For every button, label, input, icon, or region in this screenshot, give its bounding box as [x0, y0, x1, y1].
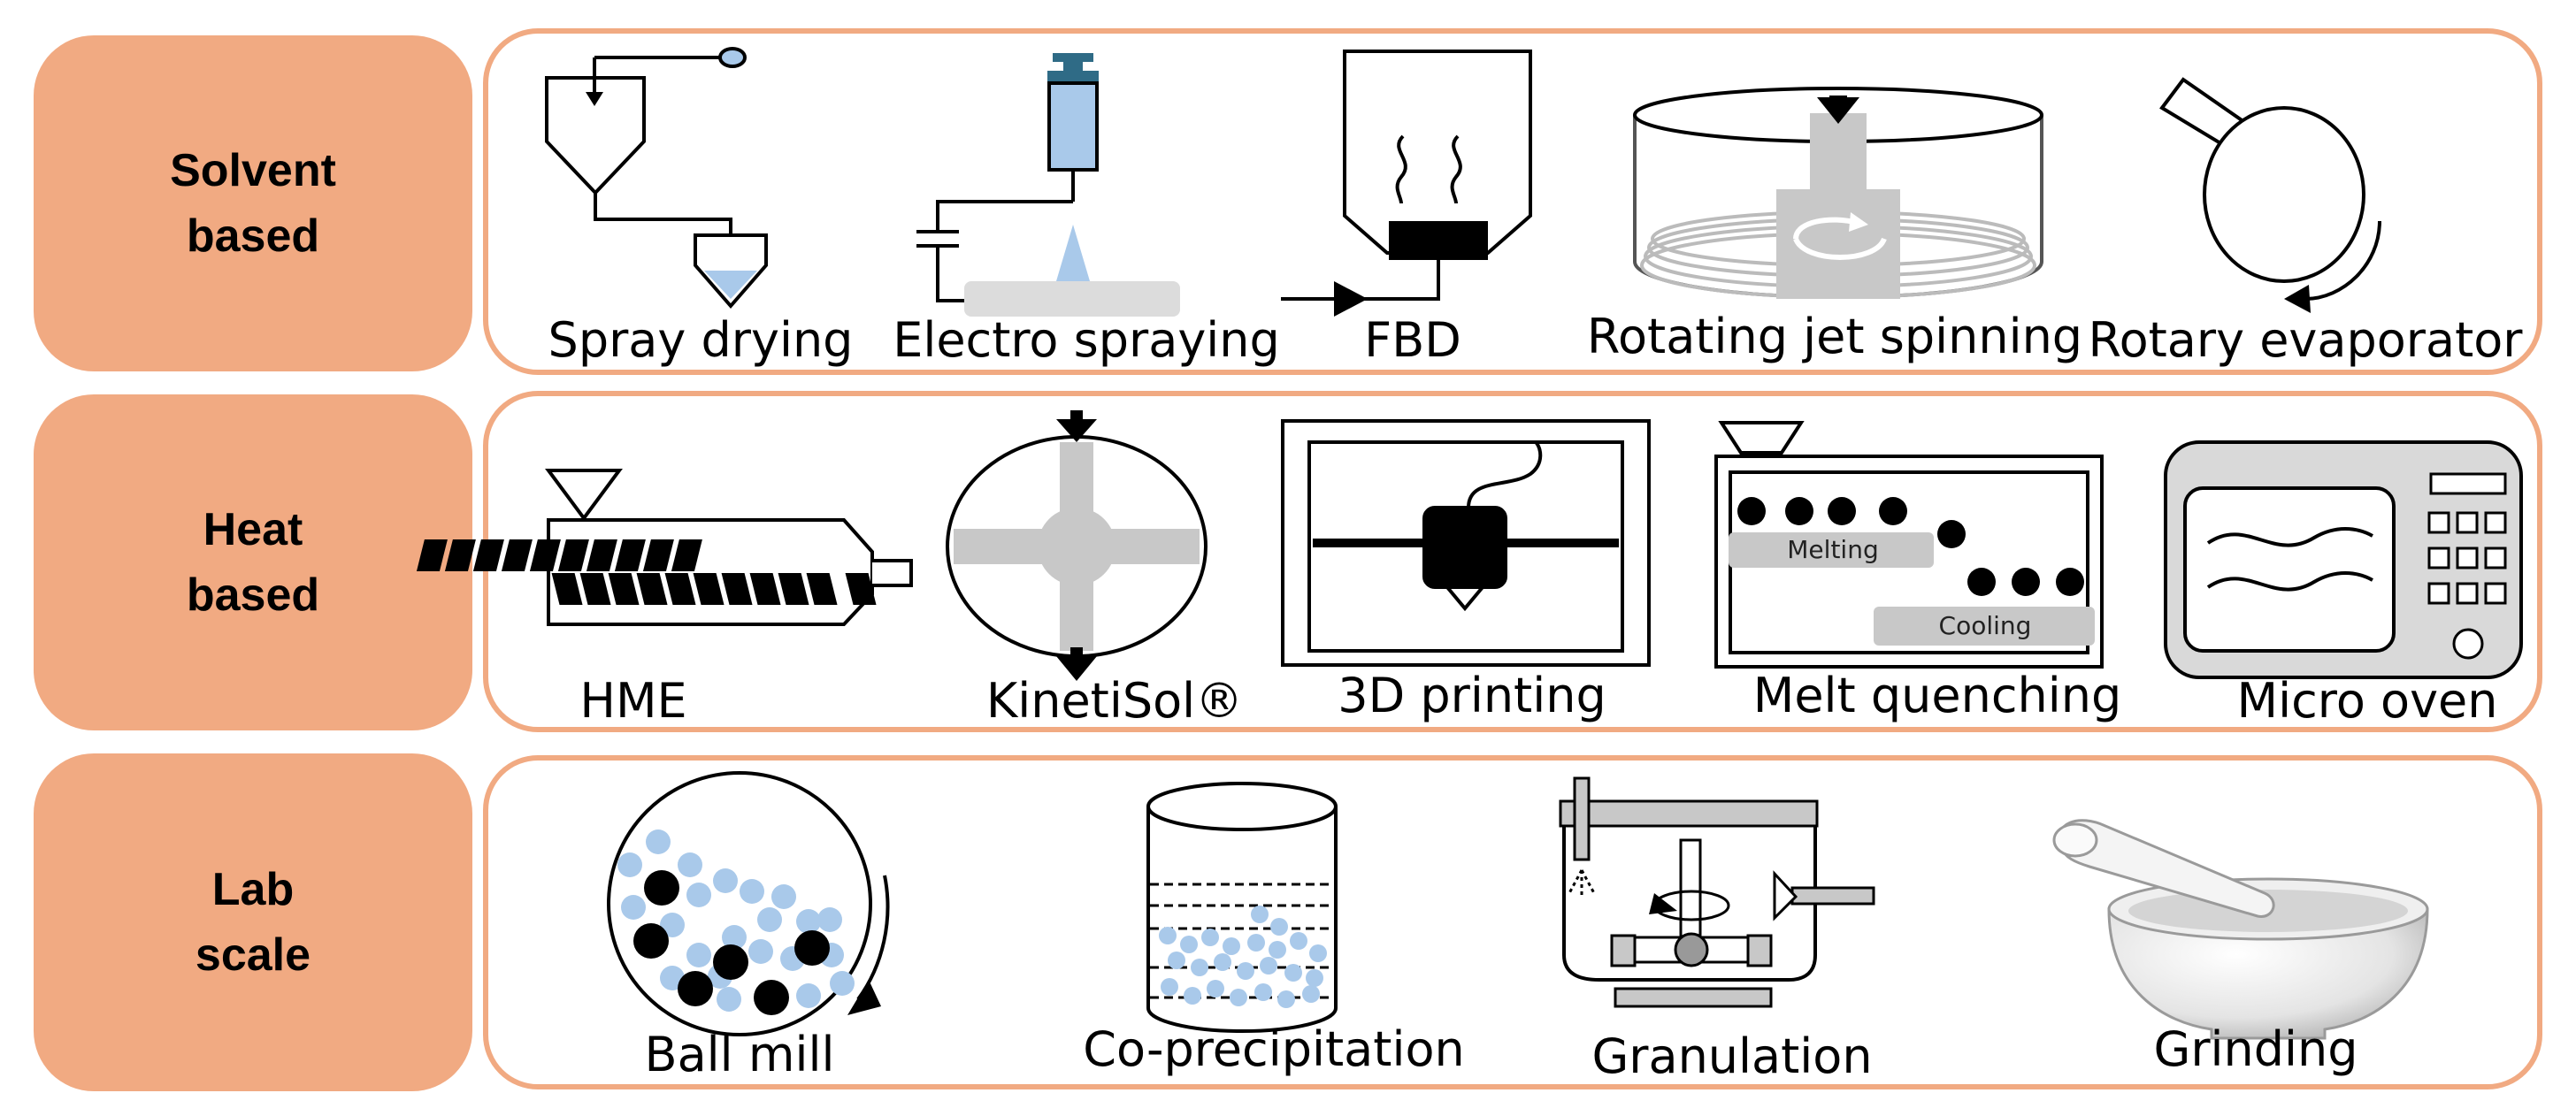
melting-label: Melting — [1787, 535, 1879, 564]
method-label-co-precipitation: Co-precipitation — [1083, 1021, 1465, 1077]
spray-drying-icon — [545, 47, 768, 310]
method-label-grinding: Grinding — [2153, 1021, 2358, 1077]
category-label: Heat based — [186, 504, 320, 621]
category-label: Solvent based — [170, 145, 336, 262]
rotating-jet-spinning-icon — [1633, 87, 2043, 299]
rotary-evaporator-icon — [2159, 77, 2381, 313]
category-heat-based: Heat based — [34, 394, 472, 730]
grinding-icon — [2052, 819, 2429, 1040]
method-label-spray-drying: Spray drying — [548, 312, 854, 368]
fbd-icon — [1281, 50, 1532, 317]
method-label-fbd: FBD — [1364, 312, 1461, 368]
kinetisol-icon — [946, 410, 1208, 681]
method-label-micro-oven: Micro oven — [2236, 673, 2498, 729]
micro-oven-icon — [2164, 440, 2523, 679]
electro-spraying-icon — [916, 53, 1180, 317]
co-precipitation-icon — [1146, 782, 1338, 1033]
method-label-ball-mill: Ball mill — [644, 1027, 835, 1082]
granulation-icon — [1559, 776, 1875, 1008]
method-label-hme: HME — [579, 673, 687, 729]
3d-printing-icon — [1281, 419, 1651, 667]
method-label-electro-spraying: Electro spraying — [893, 312, 1280, 368]
method-label-melt-quenching: Melt quenching — [1752, 668, 2122, 723]
category-label: Lab scale — [195, 864, 311, 981]
cooling-label: Cooling — [1938, 611, 2032, 640]
method-label-granulation: Granulation — [1591, 1028, 1873, 1084]
method-label-rotary-evaporator: Rotary evaporator — [2088, 312, 2523, 368]
category-solvent-based: Solvent based — [34, 35, 472, 371]
method-label-3d-printing: 3D printing — [1338, 668, 1606, 723]
melt-quenching-icon — [1714, 421, 2104, 669]
ball-mill-icon — [607, 771, 890, 1036]
method-label-kinetisol: KinetiSol® — [985, 673, 1244, 729]
method-label-rotating-jet-spinning: Rotating jet spinning — [1586, 309, 2083, 364]
category-lab-scale: Lab scale — [34, 753, 472, 1091]
hme-icon — [416, 469, 913, 626]
